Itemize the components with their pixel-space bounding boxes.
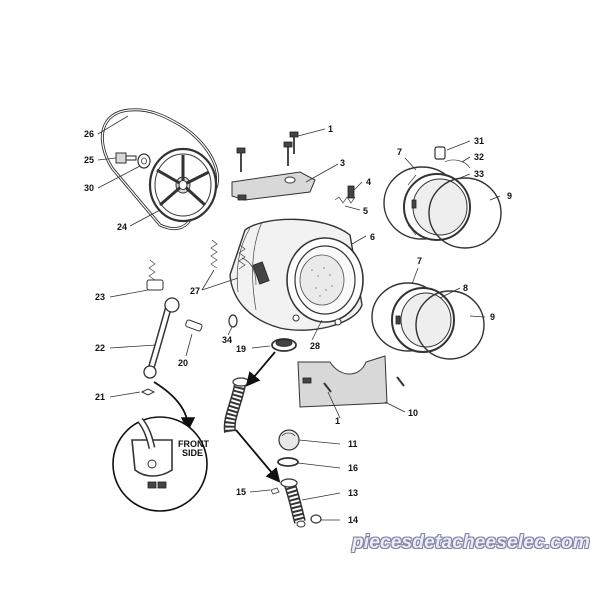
site-watermark: piecesdetacheeselec.com bbox=[352, 532, 591, 553]
spring-clip bbox=[334, 185, 356, 204]
label-part-24: 24 bbox=[117, 222, 127, 232]
small-ring bbox=[228, 314, 238, 328]
label-part-33: 33 bbox=[474, 169, 484, 179]
label-part-21: 21 bbox=[95, 392, 105, 402]
label-part-6: 6 bbox=[370, 232, 375, 242]
label-part-7-bottom: 7 bbox=[417, 256, 422, 266]
drain-elbow bbox=[280, 478, 306, 528]
counterweight-screws bbox=[236, 131, 299, 172]
damper-pin bbox=[185, 319, 203, 332]
label-part-9-bottom: 9 bbox=[490, 312, 495, 322]
label-part-31: 31 bbox=[474, 136, 484, 146]
top-counterweight bbox=[231, 171, 316, 201]
label-part-16: 16 bbox=[348, 463, 358, 473]
label-part-19: 19 bbox=[236, 344, 246, 354]
label-part-13: 13 bbox=[348, 488, 358, 498]
label-part-34: 34 bbox=[222, 335, 232, 345]
label-part-22: 22 bbox=[95, 343, 105, 353]
front-side-detail-inset: FRONT SIDE bbox=[112, 416, 209, 512]
label-part-25: 25 bbox=[84, 155, 94, 165]
shock-absorber bbox=[143, 297, 180, 379]
label-part-28: 28 bbox=[310, 341, 320, 351]
label-part-14: 14 bbox=[348, 515, 358, 525]
label-part-4: 4 bbox=[366, 177, 371, 187]
lower-door-seal bbox=[371, 282, 485, 360]
label-part-32: 32 bbox=[474, 152, 484, 162]
small-o-ring bbox=[310, 514, 322, 524]
hose-clamp-ring bbox=[277, 457, 299, 467]
label-part-26: 26 bbox=[84, 129, 94, 139]
label-part-3: 3 bbox=[340, 158, 345, 168]
label-part-8: 8 bbox=[463, 283, 468, 293]
drain-grommet bbox=[271, 338, 297, 352]
label-part-27: 27 bbox=[190, 286, 200, 296]
label-part-1-top: 1 bbox=[328, 124, 333, 134]
tub-springs bbox=[210, 239, 246, 270]
pulley-washer bbox=[137, 153, 151, 169]
label-part-15: 15 bbox=[236, 487, 246, 497]
small-clip bbox=[270, 487, 280, 495]
label-part-11: 11 bbox=[348, 439, 358, 449]
upper-door-seal bbox=[383, 166, 502, 249]
label-part-1-bottom: 1 bbox=[335, 416, 340, 426]
label-part-7-top: 7 bbox=[397, 147, 402, 157]
inset-side-label: SIDE bbox=[182, 448, 203, 458]
label-part-30: 30 bbox=[84, 183, 94, 193]
inset-front-label: FRONT bbox=[178, 439, 209, 449]
tub-assembly bbox=[229, 218, 364, 331]
label-part-10: 10 bbox=[408, 408, 418, 418]
lower-counterweight bbox=[297, 355, 405, 408]
drum-pulley bbox=[148, 147, 218, 223]
seal-clamp-spring bbox=[434, 146, 471, 169]
damper-cap bbox=[146, 259, 164, 291]
part-number-labels: 1 3 4 5 6 7 7 8 9 9 10 1 11 16 13 14 15 … bbox=[84, 124, 512, 525]
leader-lines bbox=[97, 115, 501, 521]
drain-ball bbox=[278, 429, 300, 451]
label-part-23: 23 bbox=[95, 292, 105, 302]
pulley-bolt bbox=[115, 152, 137, 164]
drain-hose-corrugated bbox=[223, 377, 250, 433]
label-part-5: 5 bbox=[363, 206, 368, 216]
label-part-20: 20 bbox=[178, 358, 188, 368]
label-part-9-top: 9 bbox=[507, 191, 512, 201]
damper-clip bbox=[140, 388, 156, 396]
assembly-arrows bbox=[153, 351, 281, 483]
